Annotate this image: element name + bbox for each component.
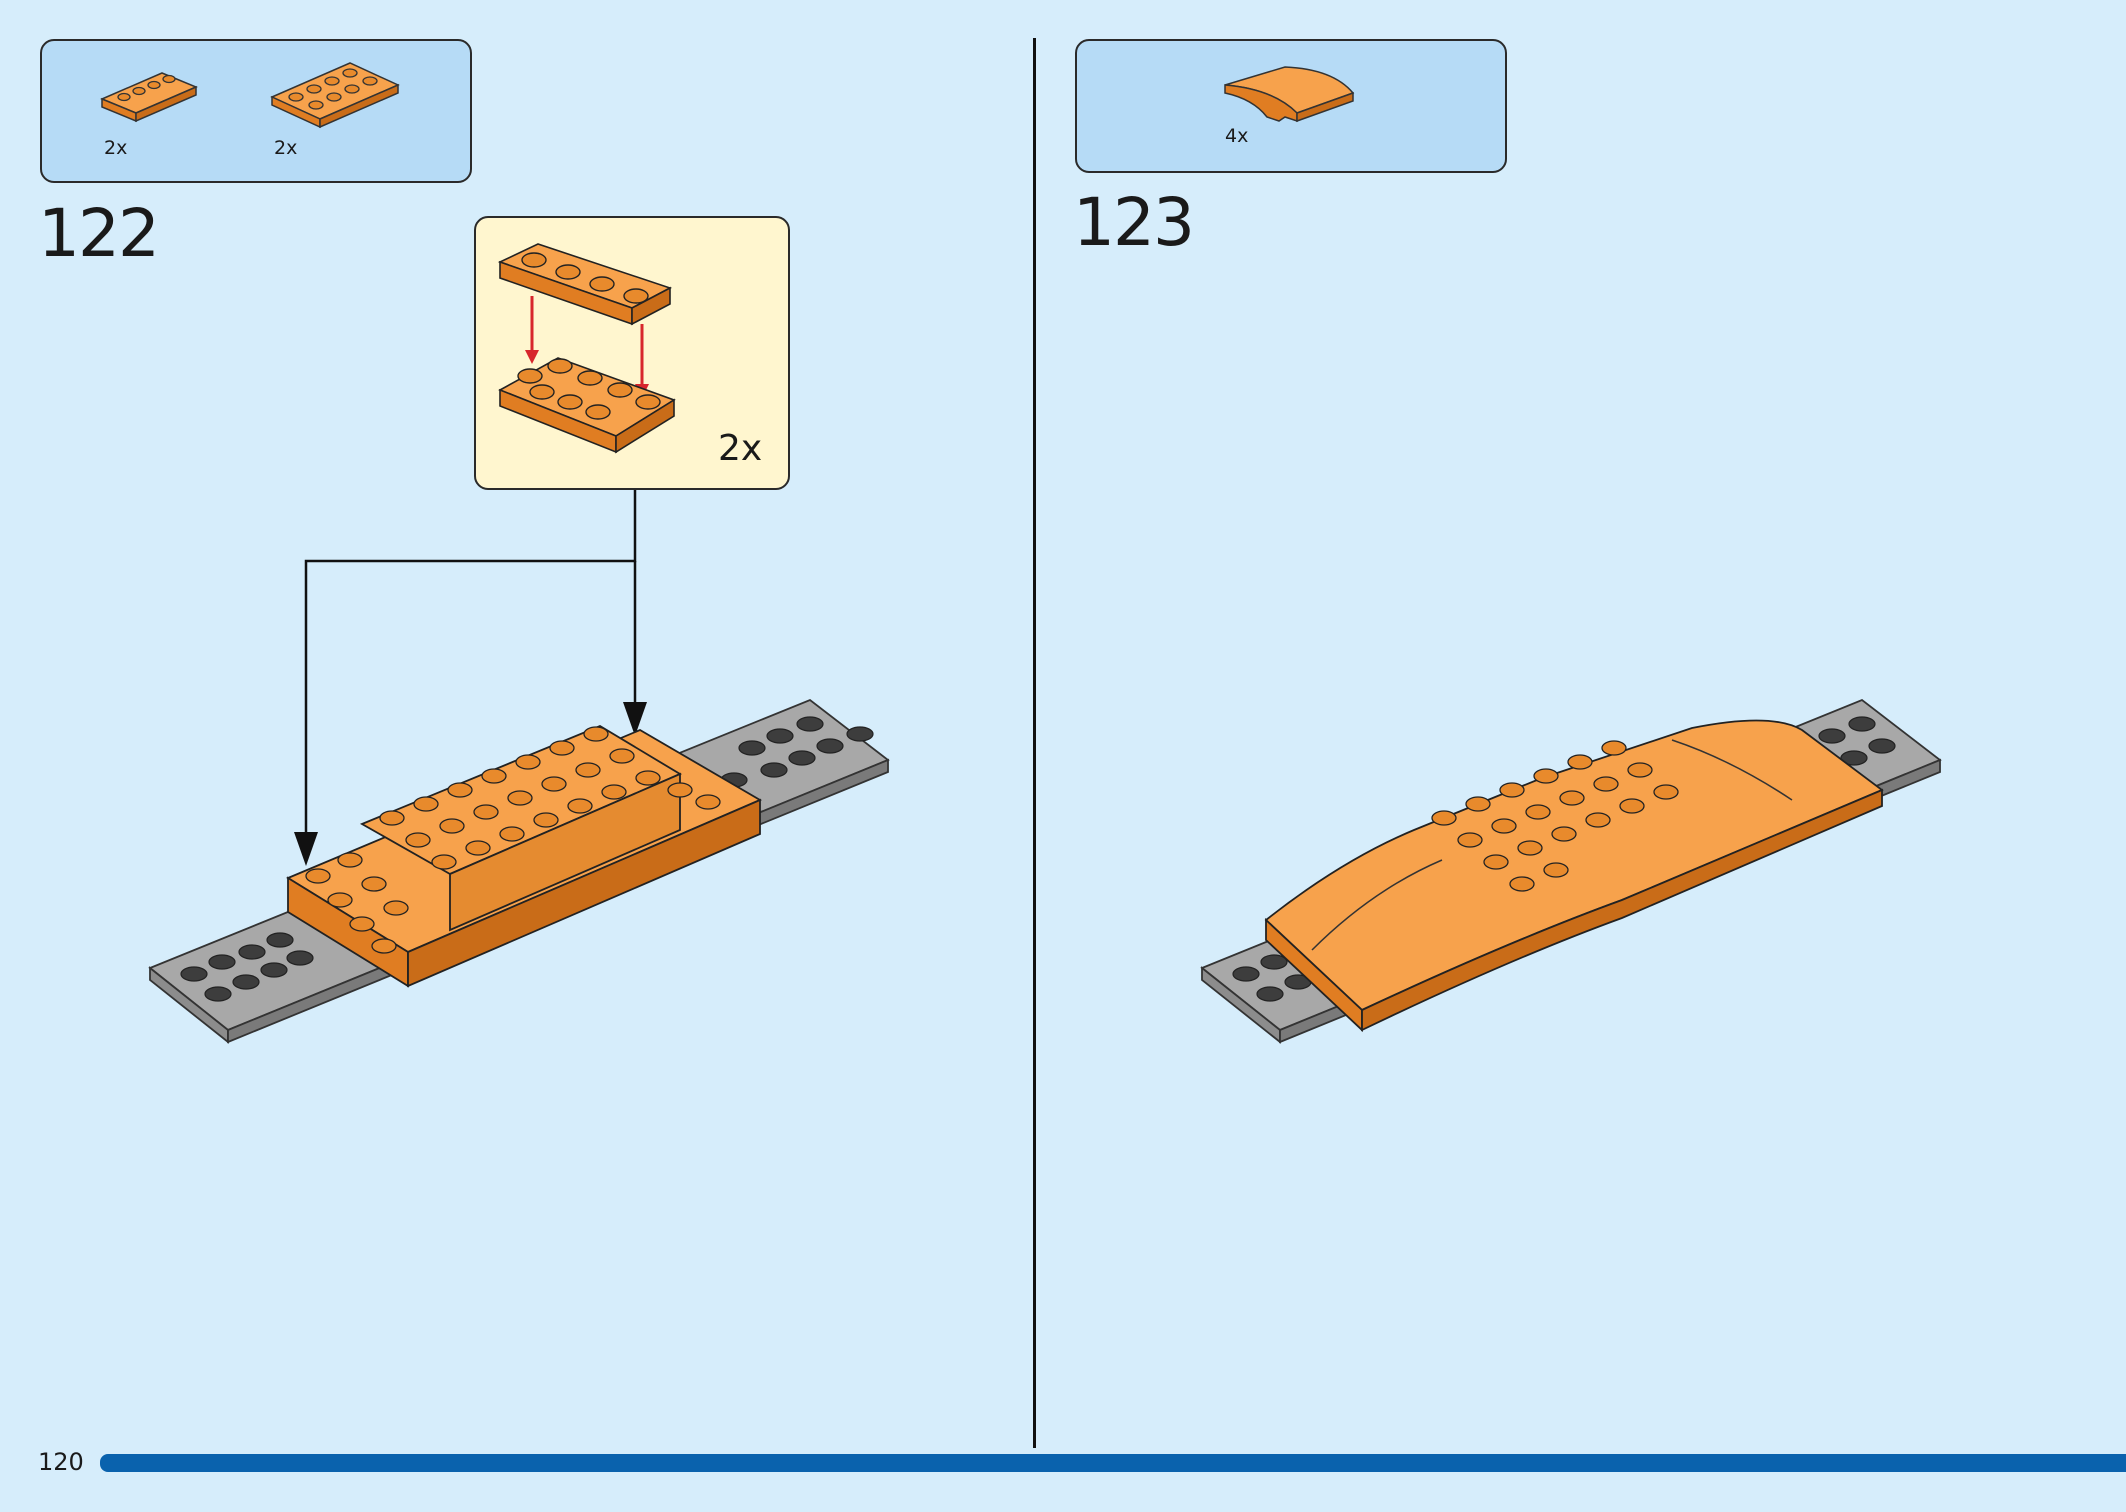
assembly-model-step-122 xyxy=(148,698,890,1044)
parts-list-step-123: 4x xyxy=(1075,39,1507,173)
step-number-122: 122 xyxy=(38,195,160,272)
sub-assembly-illustration xyxy=(497,243,676,454)
progress-bar xyxy=(100,1454,2126,1472)
part-quantity: 2x xyxy=(274,137,298,159)
curved-slope-orange-icon xyxy=(1224,66,1355,123)
step-number-123: 123 xyxy=(1073,184,1195,261)
callout-quantity: 2x xyxy=(718,428,763,469)
plate-2x4-orange-icon xyxy=(270,62,400,129)
part-quantity: 4x xyxy=(1225,125,1249,147)
part-quantity: 2x xyxy=(104,137,128,159)
sub-assembly-callout: 2x xyxy=(474,216,790,490)
page-number: 120 xyxy=(38,1448,84,1476)
plate-1x4-orange-icon xyxy=(100,72,198,123)
parts-list-step-122: 2x 2x xyxy=(40,39,472,183)
page-divider xyxy=(1033,38,1036,1448)
assembly-model-step-123 xyxy=(1200,698,1942,1044)
